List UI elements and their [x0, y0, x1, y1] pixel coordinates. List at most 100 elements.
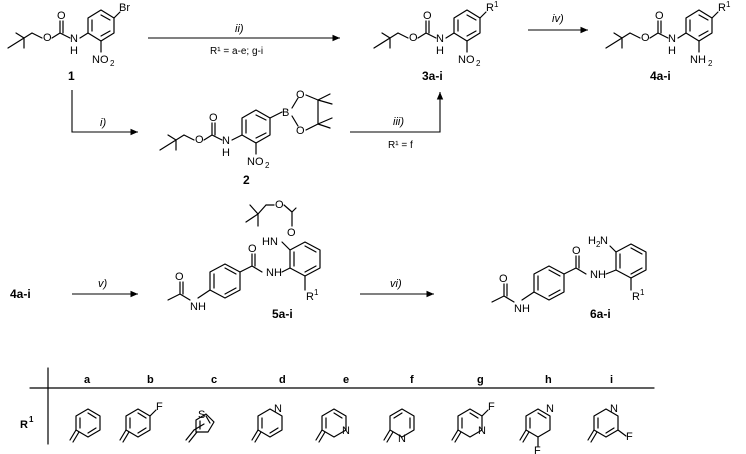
svg-text:2: 2	[708, 59, 713, 68]
svg-text:NO: NO	[458, 54, 475, 66]
svg-text:R: R	[718, 2, 726, 14]
condition-v: v)	[98, 278, 108, 290]
svg-text:2: 2	[596, 240, 601, 249]
substituent-h-2-fluoropyridin-3-yl: N F	[519, 403, 554, 454]
compound-4-label: 4a-i	[650, 69, 671, 83]
col-header-g: g	[477, 374, 484, 386]
svg-text:1: 1	[494, 0, 499, 9]
svg-text:NH: NH	[590, 269, 606, 281]
svg-text:NH: NH	[514, 303, 530, 315]
compound-2-label: 2	[243, 173, 250, 187]
compound-1-label: 1	[68, 69, 75, 83]
atom-no2: NO	[92, 54, 109, 66]
svg-text:NH: NH	[690, 54, 706, 66]
arrow-i	[71, 90, 138, 136]
atom-o-carbonyl: O	[57, 10, 66, 22]
substituent-b-4-fluorophenyl: F	[119, 401, 163, 443]
condition-iii-note: R¹ = f	[388, 140, 413, 151]
substituent-f-pyridin-2-yl: N	[383, 408, 415, 445]
svg-text:NH: NH	[190, 301, 206, 313]
compound-2-structure: O O N H B O O NO 2	[159, 89, 333, 170]
compound-1-structure: O O N H Br NO 2	[7, 2, 130, 68]
svg-text:R: R	[486, 2, 494, 14]
svg-text:O: O	[641, 32, 650, 44]
svg-text:S: S	[198, 409, 205, 421]
col-header-d: d	[279, 374, 286, 386]
substituent-e-pyridin-3-yl: N	[315, 408, 350, 443]
condition-ii-note: R¹ = a-e; g-i	[210, 46, 263, 57]
svg-text:O: O	[409, 32, 418, 44]
condition-iii: iii)	[393, 116, 404, 128]
col-header-i: i	[610, 374, 613, 386]
svg-text:O: O	[296, 89, 305, 101]
condition-i: i)	[100, 117, 106, 129]
svg-text:N: N	[668, 33, 676, 45]
substituent-g-6-fluoropyridin-3-yl: F N	[451, 401, 495, 443]
svg-text:O: O	[572, 245, 581, 257]
svg-text:2: 2	[476, 59, 481, 68]
svg-text:O: O	[175, 271, 184, 283]
svg-text:O: O	[195, 134, 204, 146]
svg-text:1: 1	[640, 288, 645, 297]
svg-text:N: N	[398, 433, 406, 445]
svg-text:F: F	[534, 445, 541, 454]
col-header-f: f	[410, 374, 414, 386]
svg-text:N: N	[610, 403, 618, 415]
col-header-h: h	[545, 374, 552, 386]
svg-text:N: N	[436, 33, 444, 45]
svg-text:H: H	[222, 147, 230, 159]
svg-text:N: N	[342, 425, 350, 437]
svg-text:O: O	[287, 227, 296, 239]
condition-vi: vi)	[390, 278, 402, 290]
svg-text:N: N	[222, 135, 230, 147]
svg-text:O: O	[248, 243, 257, 255]
condition-ii: ii)	[235, 23, 244, 35]
svg-text:NO: NO	[247, 156, 264, 168]
atom-br: Br	[119, 2, 130, 14]
col-header-b: b	[147, 374, 154, 386]
svg-text:F: F	[626, 431, 633, 443]
substituent-a-phenyl	[69, 408, 101, 443]
compound-4-structure: O O N H R 1 NH 2	[605, 0, 731, 68]
svg-text:F: F	[488, 401, 495, 413]
substituent-d-pyridin-4-yl: N	[251, 403, 283, 443]
col-header-a: a	[84, 374, 91, 386]
substituent-table: R 1 a b c d e f g h i F S N	[20, 367, 655, 454]
atom-o-ether: O	[43, 32, 52, 44]
svg-text:O: O	[499, 273, 508, 285]
compound-3-structure: O O N H R 1 NO 2	[373, 0, 499, 68]
svg-text:N: N	[478, 425, 486, 437]
svg-text:N: N	[600, 235, 608, 247]
svg-text:1: 1	[314, 288, 319, 297]
compound-3-label: 3a-i	[422, 69, 443, 83]
compound-5-structure: O O HN R 1 NH O NH O	[167, 199, 321, 313]
r1-row-label-sup: 1	[29, 415, 34, 424]
compound-6-label: 6a-i	[590, 307, 611, 321]
compound-5-label: 5a-i	[272, 307, 293, 321]
svg-text:R: R	[632, 291, 640, 303]
atom-n: N	[70, 33, 78, 45]
svg-text:O: O	[209, 112, 218, 124]
svg-text:O: O	[423, 10, 432, 22]
substituent-i-2-fluoropyridin-4-yl: N F	[587, 403, 633, 443]
substituent-c-thiophene: S	[185, 409, 215, 443]
svg-text:N: N	[546, 403, 554, 415]
r1-row-label: R	[20, 419, 28, 431]
svg-text:O: O	[655, 10, 664, 22]
col-header-e: e	[343, 374, 349, 386]
atom-h: H	[70, 45, 78, 57]
svg-text:O: O	[296, 125, 305, 137]
svg-text:H: H	[436, 45, 444, 57]
svg-text:N: N	[274, 403, 282, 415]
svg-text:HN: HN	[262, 236, 278, 248]
svg-text:F: F	[156, 401, 163, 413]
svg-text:1: 1	[726, 0, 731, 9]
svg-text:H: H	[588, 235, 596, 247]
arrow-iii	[350, 92, 444, 133]
svg-text:2: 2	[110, 59, 115, 68]
svg-text:H: H	[668, 45, 676, 57]
compound-4-start-label: 4a-i	[10, 287, 31, 301]
compound-6-structure: H 2 N R 1 NH O NH O	[491, 235, 647, 315]
svg-text:NH: NH	[266, 267, 282, 279]
